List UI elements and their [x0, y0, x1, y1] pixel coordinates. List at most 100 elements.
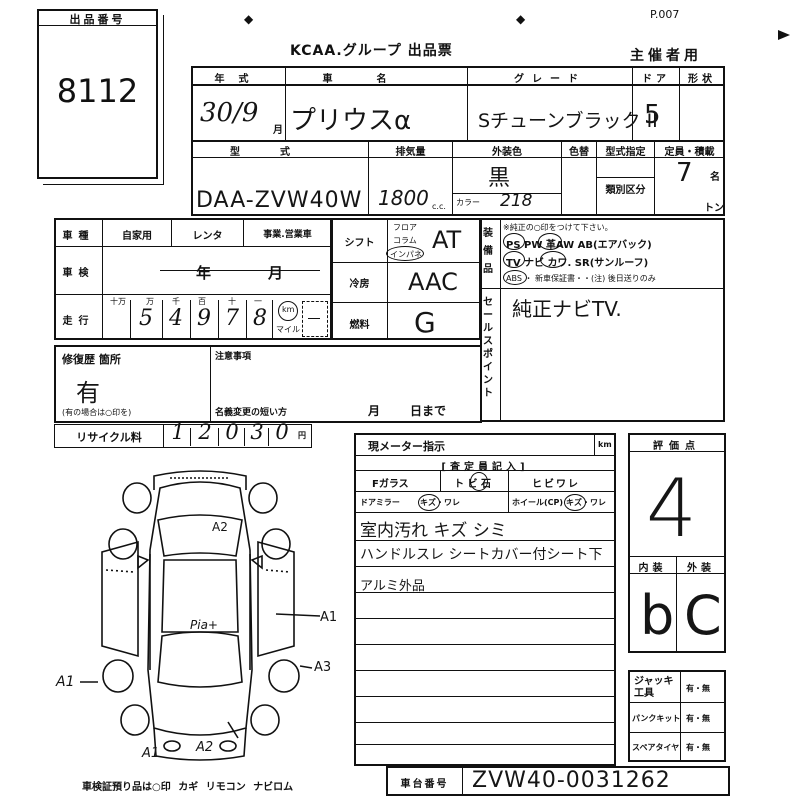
recycle-digit: 0 [275, 420, 289, 444]
lot-number-box [37, 9, 158, 179]
header-model: 型式 [230, 147, 330, 158]
col-line [632, 67, 633, 141]
col-line [654, 141, 655, 215]
row-line [332, 302, 480, 303]
col-line [102, 219, 103, 339]
puncture-value: 有・無 [686, 714, 710, 723]
row-line [192, 140, 724, 142]
year-unit: 月 [273, 125, 283, 136]
shift-value: AT [432, 226, 462, 254]
row-line [597, 177, 654, 178]
glass-circle-icon [470, 472, 488, 491]
aircon-label: 冷房 [349, 279, 370, 290]
mirror-label: ドアミラー [360, 498, 400, 507]
tv-circle-icon [503, 251, 525, 268]
mileage-tick [162, 300, 163, 338]
appraiser-note-3: アルミ外品 [360, 579, 425, 594]
chassis-value: ZVW40-0031262 [472, 768, 671, 793]
col-line [680, 671, 681, 761]
ps-circle-icon [503, 233, 525, 250]
spare-value: 有・無 [686, 743, 710, 752]
recycle-unit: 円 [298, 431, 306, 440]
diagram-mark-a1-left: A1 [56, 674, 75, 690]
row-line [355, 470, 615, 471]
car-name-value: プリウスα [290, 106, 412, 136]
row-line [55, 246, 331, 247]
header-type-designation: 型式指定 [605, 147, 646, 158]
model-value: DAA-ZVW40W [196, 188, 363, 213]
row-line [355, 455, 615, 456]
usage-private[interactable]: 自家用 [122, 231, 152, 242]
cc-unit: c.c. [432, 202, 446, 211]
mileage-tick [246, 300, 247, 338]
col-line [368, 141, 369, 215]
row-line [192, 84, 724, 86]
row-line [192, 157, 724, 158]
wheel-options: キズ・ワレ [566, 498, 606, 507]
diagram-mark-a3: A3 [314, 660, 332, 675]
chassis-box [386, 766, 730, 796]
usage-business[interactable]: 事業.営業車 [263, 230, 312, 240]
col-line [387, 219, 388, 339]
mirror-circle-icon [418, 494, 440, 511]
row-line [55, 294, 331, 295]
mileage-tick [190, 300, 191, 338]
note-line [355, 670, 615, 671]
col-line [467, 67, 468, 141]
appraiser-title: [査定員記入] [441, 462, 529, 473]
note-line [355, 722, 615, 723]
ton-unit: トン [704, 203, 724, 214]
header-exterior-color: 外装色 [492, 147, 522, 158]
equipment-note: ※純正の○印をつけて下さい。 [503, 223, 613, 232]
wheel-label: ホイール(CP) [512, 498, 564, 507]
shift-column: コラム [393, 236, 417, 245]
color-code-value: 218 [500, 191, 533, 211]
diagram-mark-a1-bottom: A1 [142, 746, 160, 761]
km-circle-icon [278, 301, 298, 321]
equipment-label: 装備品 [483, 228, 493, 275]
remarks-day: 日まで [410, 404, 447, 418]
lot-label: 出品番号 [69, 13, 126, 26]
col-line [440, 471, 441, 491]
recycle-tick [244, 428, 245, 446]
mile-dash [308, 318, 320, 319]
lot-number-shadow [43, 15, 164, 185]
row-line [629, 556, 725, 557]
grade-value: Sチューンブラック II [478, 110, 658, 132]
repair-note: (有の場合は○印を) [62, 408, 132, 417]
note-line [355, 644, 615, 645]
recycle-digit: 0 [225, 420, 239, 444]
mileage-digit: 9 [197, 306, 211, 331]
equipment-box [480, 218, 725, 422]
unit-10k: 万 [146, 297, 154, 306]
appraiser-box [354, 433, 616, 766]
meter-label: 現メーター指示 [368, 440, 445, 453]
col-line [508, 471, 509, 512]
col-line [596, 141, 597, 215]
diagram-mark-a2-bottom: A2 [196, 740, 214, 755]
col-line [594, 434, 595, 455]
interior-value: b [640, 584, 675, 647]
header-doors: ドア [642, 74, 670, 85]
arrow-icon [778, 30, 790, 40]
aircon-value: AAC [408, 268, 458, 296]
color-label: カラー [456, 198, 480, 207]
footer-note: 車検証預り品は○印 カギ リモコン ナビロム [82, 782, 294, 793]
glass-label: Fガラス [372, 479, 409, 490]
sales-point-label: セールスポイント [483, 297, 493, 399]
mirror-options: キズ・ワレ [420, 498, 460, 507]
inspection-strike [160, 270, 320, 271]
row-line [629, 732, 725, 733]
usage-rental[interactable]: レンタ [192, 231, 223, 242]
row-line [481, 288, 724, 289]
short-label: 名義変更の短い方 [215, 408, 288, 418]
row-line [332, 262, 480, 263]
note-line [355, 696, 615, 697]
remarks-box [54, 345, 482, 423]
repair-value: 有 [76, 379, 100, 407]
score-label: 評価点 [653, 441, 701, 452]
jack-value: 有・無 [686, 684, 710, 693]
col-line [500, 219, 501, 421]
fuel-label: 燃料 [349, 320, 370, 331]
header-name: 車名 [322, 74, 431, 85]
